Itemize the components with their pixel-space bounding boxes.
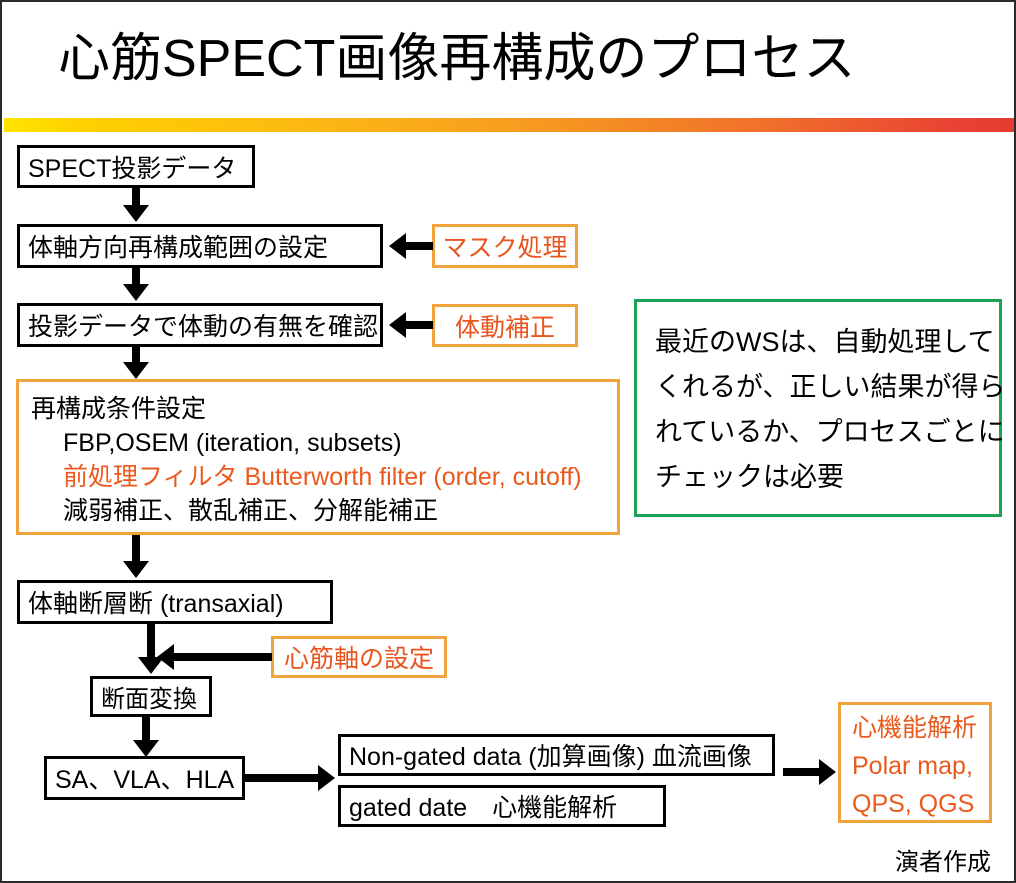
flow-node-reconstruction-conditions[interactable]: 再構成条件設定 FBP,OSEM (iteration, subsets) 前処…: [16, 379, 620, 535]
arrowhead-axis-to-flow: [157, 644, 174, 670]
accent-gradient-bar: [4, 118, 1014, 132]
output-line-2: Polar map,: [852, 752, 973, 780]
arrowhead-range-to-motion: [123, 284, 149, 301]
connector-spect-to-range: [132, 188, 140, 209]
arrowhead-recon-to-transaxial: [123, 561, 149, 578]
annotation-label: 体動補正: [454, 313, 555, 342]
annotation-motion-correction[interactable]: 体動補正: [432, 304, 578, 347]
flow-node-gated-data[interactable]: gated date 心機能解析: [338, 785, 666, 827]
annotation-cardiac-axis-setting[interactable]: 心筋軸の設定: [271, 636, 447, 678]
recon-line-title: 再構成条件設定: [31, 395, 207, 423]
connector-bodymov-to-motion: [406, 321, 433, 329]
flow-node-transaxial[interactable]: 体軸断層断 (transaxial): [17, 580, 333, 624]
annotation-label: 心筋軸の設定: [283, 645, 434, 673]
flow-node-motion-check[interactable]: 投影データで体動の有無を確認: [17, 303, 383, 347]
recon-line-algorithms: FBP,OSEM (iteration, subsets): [63, 429, 402, 457]
note-line-2: くれるが、正しい結果が得ら: [655, 372, 1006, 402]
connector-outputs-to-analysis: [783, 768, 821, 776]
flow-node-label: gated date 心機能解析: [349, 794, 618, 822]
note-box-workstation-caution: 最近のWSは、自動処理して くれるが、正しい結果が得ら れているか、プロセスごと…: [634, 299, 1006, 517]
connector-transaxial-to-slice: [147, 624, 155, 660]
flow-node-slice-conversion[interactable]: 断面変換: [90, 676, 212, 717]
flow-node-non-gated-data[interactable]: Non-gated data (加算画像) 血流画像: [338, 734, 775, 776]
arrowhead-sahla-to-outputs: [318, 765, 335, 791]
note-line-3: れているか、プロセスごとに: [655, 417, 1005, 447]
recon-line-prefilter: 前処理フィルタ Butterworth filter (order, cutof…: [63, 463, 582, 491]
arrowhead-bodymov-to-motion: [389, 312, 406, 338]
flow-node-label: 体軸断層断 (transaxial): [28, 590, 284, 618]
recon-line-corrections: 減弱補正、散乱補正、分解能補正: [63, 497, 439, 525]
connector-sahla-to-outputs: [245, 774, 320, 782]
output-line-3: QPS, QGS: [852, 790, 975, 818]
annotation-mask-processing[interactable]: マスク処理: [432, 224, 578, 268]
connector-range-to-motion: [132, 268, 140, 287]
arrowhead-mask-to-range: [389, 233, 406, 259]
output-node-cardiac-function-analysis[interactable]: 心機能解析 Polar map, QPS, QGS: [838, 702, 992, 823]
connector-motion-to-recon: [132, 347, 140, 365]
connector-recon-to-transaxial: [132, 535, 140, 562]
output-line-1: 心機能解析: [852, 714, 978, 742]
connector-mask-to-range: [406, 242, 433, 250]
flow-node-label: 体軸方向再構成範囲の設定: [28, 234, 329, 262]
flow-node-label: Non-gated data (加算画像) 血流画像: [349, 743, 752, 771]
flow-node-label: 断面変換: [101, 686, 197, 713]
flow-node-spect-projection-data[interactable]: SPECT投影データ: [17, 145, 255, 188]
attribution-text: 演者作成: [895, 849, 991, 876]
arrowhead-outputs-to-analysis: [819, 759, 836, 785]
note-line-1: 最近のWSは、自動処理して: [655, 327, 995, 357]
flow-node-label: SA、VLA、HLA: [55, 766, 235, 794]
note-line-4: チェックは必要: [655, 462, 844, 492]
flow-node-label: SPECT投影データ: [28, 154, 237, 183]
flow-node-axial-range-setting[interactable]: 体軸方向再構成範囲の設定: [17, 224, 383, 268]
page-title: 心筋SPECT画像再構成のプロセス: [58, 30, 856, 88]
connector-slice-to-sahla: [142, 717, 150, 743]
annotation-label: マスク処理: [442, 234, 568, 262]
arrowhead-spect-to-range: [123, 205, 149, 222]
arrowhead-slice-to-sahla: [133, 740, 159, 757]
connector-axis-to-flow: [174, 653, 272, 661]
arrowhead-motion-to-recon: [123, 362, 149, 379]
flow-node-label: 投影データで体動の有無を確認: [28, 313, 379, 341]
flow-node-sa-vla-hla[interactable]: SA、VLA、HLA: [44, 756, 245, 800]
